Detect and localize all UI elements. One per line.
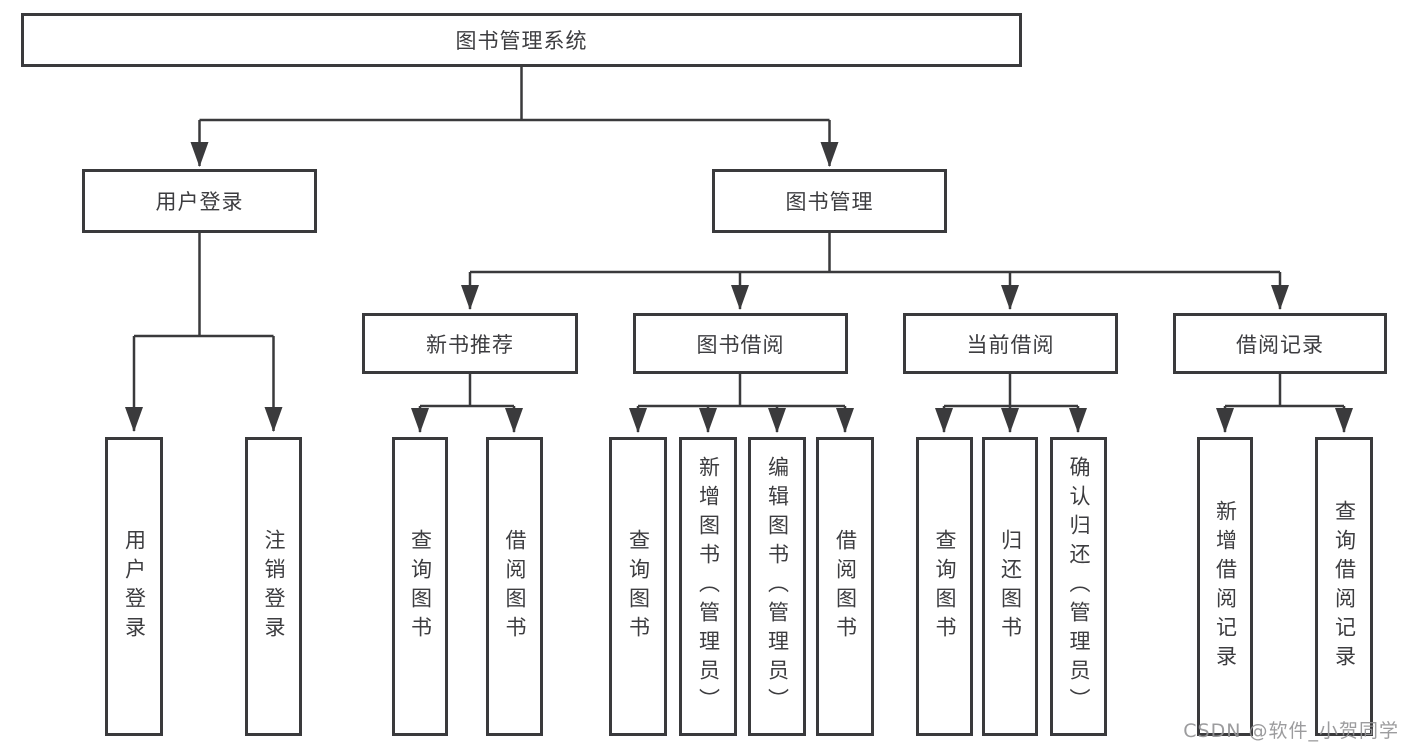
node-label: 确认归还（管理员） bbox=[1067, 456, 1091, 717]
node-label: 新书推荐 bbox=[426, 332, 514, 357]
leaf-user-login: 用户登录 bbox=[105, 437, 163, 736]
leaf-query-books-current: 查询图书 bbox=[916, 437, 973, 736]
leaf-query-borrow-record: 查询借阅记录 bbox=[1315, 437, 1373, 736]
node-label: 注销登录 bbox=[262, 528, 286, 645]
leaf-query-books-recommend: 查询图书 bbox=[392, 437, 448, 736]
node-library-system: 图书管理系统 bbox=[21, 13, 1022, 67]
node-label: 图书借阅 bbox=[696, 332, 785, 357]
node-label: 用户登录 bbox=[155, 190, 244, 214]
leaf-borrow-books-recommend: 借阅图书 bbox=[486, 437, 543, 736]
node-label: 当前借阅 bbox=[966, 332, 1055, 357]
leaf-logout: 注销登录 bbox=[245, 437, 302, 736]
csdn-watermark: CSDN @软件_小贺同学 bbox=[1183, 720, 1399, 742]
node-label: 图书管理系统 bbox=[455, 29, 588, 53]
leaf-return-book: 归还图书 bbox=[982, 437, 1038, 736]
node-label: 新增图书（管理员） bbox=[696, 456, 721, 717]
node-label: 归还图书 bbox=[998, 528, 1023, 645]
leaf-confirm-return-admin: 确认归还（管理员） bbox=[1050, 437, 1107, 736]
node-book-borrow: 图书借阅 bbox=[633, 313, 848, 374]
node-label: 借阅记录 bbox=[1236, 332, 1324, 357]
leaf-query-books-borrow: 查询图书 bbox=[609, 437, 667, 736]
node-label: 查询图书 bbox=[626, 528, 651, 645]
leaf-edit-book-admin: 编辑图书（管理员） bbox=[748, 437, 806, 736]
node-current-borrow: 当前借阅 bbox=[903, 313, 1118, 374]
node-label: 借阅图书 bbox=[503, 528, 527, 645]
leaf-borrow-books-2: 借阅图书 bbox=[816, 437, 874, 736]
node-label: 查询图书 bbox=[933, 528, 957, 645]
node-user-login: 用户登录 bbox=[82, 169, 317, 233]
node-label: 新增借阅记录 bbox=[1213, 499, 1238, 674]
node-label: 编辑图书（管理员） bbox=[765, 456, 790, 717]
node-borrow-records: 借阅记录 bbox=[1173, 313, 1387, 374]
node-label: 查询图书 bbox=[408, 528, 433, 645]
node-book-management: 图书管理 bbox=[712, 169, 947, 233]
node-label: 用户登录 bbox=[122, 528, 147, 645]
node-label: 查询借阅记录 bbox=[1332, 499, 1357, 674]
node-new-book-recommend: 新书推荐 bbox=[362, 313, 578, 374]
node-label: 图书管理 bbox=[785, 190, 874, 214]
leaf-add-book-admin: 新增图书（管理员） bbox=[679, 437, 737, 736]
leaf-add-borrow-record: 新增借阅记录 bbox=[1197, 437, 1253, 736]
node-label: 借阅图书 bbox=[833, 528, 858, 645]
